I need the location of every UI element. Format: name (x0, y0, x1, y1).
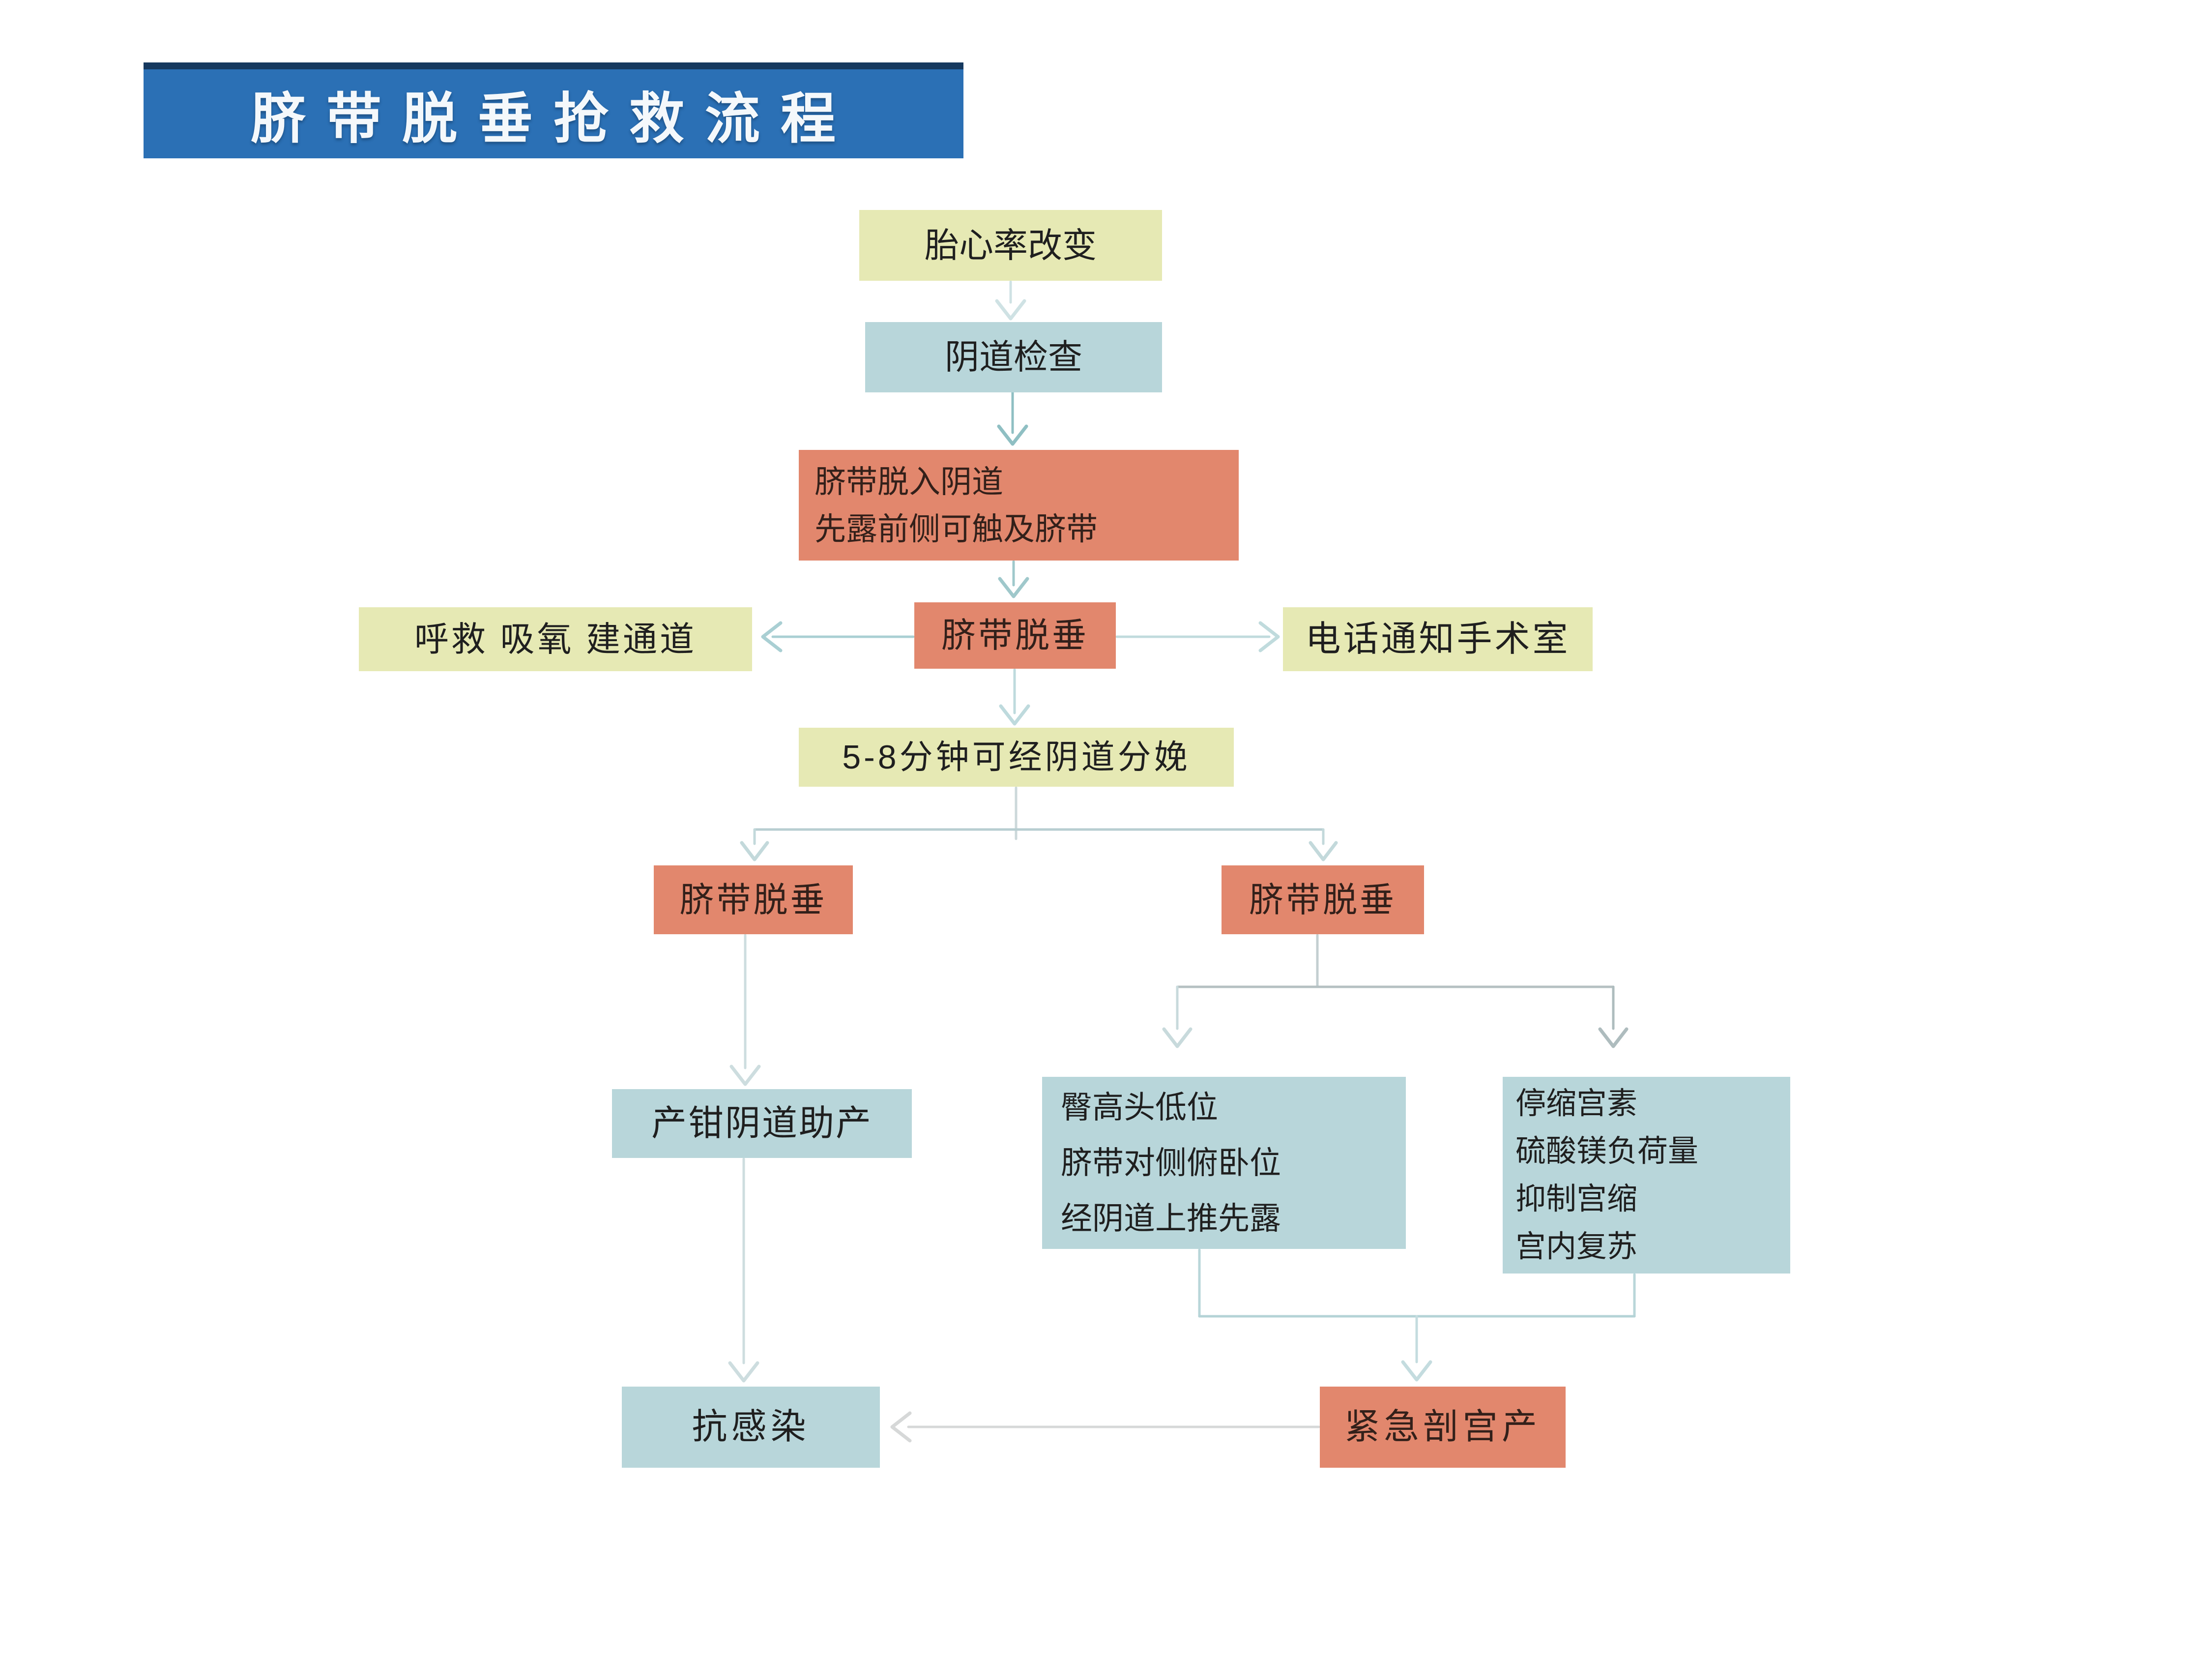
node-cord-into-vagina: 脐带脱入阴道 先露前侧可触及脐带 (799, 450, 1239, 561)
connector-window-split (740, 786, 1338, 861)
page-title: 脐带脱垂抢救流程 (144, 62, 963, 158)
arrow-forceps-to-antiinfection (728, 1157, 759, 1383)
arrow-leftprolapse-to-forceps (729, 934, 761, 1086)
node-cord-prolapse-right: 脐带脱垂 (1222, 865, 1424, 934)
arrow-prolapse-to-callhelp (761, 621, 915, 652)
node-line: 经阴道上推先露 (1061, 1200, 1281, 1236)
node-label: 抗感染 (692, 1407, 810, 1447)
node-line: 硫酸镁负荷量 (1515, 1134, 1699, 1168)
node-line: 停缩宫素 (1515, 1087, 1638, 1121)
node-label: 脐带脱垂 (1249, 880, 1397, 919)
node-tocolysis-uterine-resuscitation: 停缩宫素 硫酸镁负荷量 抑制宫缩 宫内复苏 (1503, 1077, 1790, 1274)
node-line: 抑制宫缩 (1515, 1182, 1638, 1216)
node-vaginal-delivery-window: 5-8分钟可经阴道分娩 (799, 728, 1234, 787)
node-line: 脐带对侧俯卧位 (1061, 1145, 1281, 1181)
node-line: 臀高头低位 (1061, 1089, 1218, 1125)
arrow-csection-to-antiinfection (890, 1411, 1320, 1443)
node-line: 脐带脱入阴道 (815, 464, 1003, 500)
node-label: 胎心率改变 (925, 226, 1097, 265)
node-label: 呼救 吸氧 建通道 (414, 620, 697, 658)
node-label: 脐带脱垂 (679, 880, 827, 919)
node-label: 产钳阴道助产 (651, 1103, 873, 1143)
connector-rightprolapse-split (1162, 934, 1629, 1048)
node-line: 先露前侧可触及脐带 (815, 511, 1098, 547)
node-reposition-maneuvers: 臀高头低位 脐带对侧俯卧位 经阴道上推先露 (1042, 1077, 1406, 1249)
arrow-exam-to-cord (997, 391, 1028, 446)
node-emergency-csection: 紧急剖宫产 (1320, 1387, 1566, 1468)
node-call-help-oxygen-iv: 呼救 吸氧 建通道 (359, 607, 752, 671)
node-line: 宫内复苏 (1515, 1230, 1638, 1264)
node-cord-prolapse: 脐带脱垂 (914, 602, 1116, 669)
node-forceps-delivery: 产钳阴道助产 (612, 1089, 912, 1158)
node-notify-operating-room: 电话通知手术室 (1283, 607, 1593, 671)
node-label: 脐带脱垂 (941, 616, 1089, 655)
page-title-text: 脐带脱垂抢救流程 (251, 88, 856, 149)
node-vaginal-exam: 阴道检查 (865, 322, 1162, 392)
node-label: 阴道检查 (945, 338, 1082, 377)
arrow-prolapse-to-window (999, 668, 1030, 726)
node-anti-infection: 抗感染 (622, 1387, 880, 1468)
node-label: 电话通知手术室 (1305, 619, 1571, 659)
node-cord-prolapse-left: 脐带脱垂 (654, 865, 853, 934)
arrow-fhr-to-exam (995, 280, 1026, 321)
node-label: 5-8分钟可经阴道分娩 (842, 738, 1191, 776)
arrow-cord-to-prolapse (998, 560, 1029, 598)
node-fetal-heart-rate-change: 胎心率改变 (859, 210, 1162, 281)
arrow-prolapse-to-notify (1115, 621, 1280, 652)
node-label: 紧急剖宫产 (1344, 1407, 1541, 1447)
